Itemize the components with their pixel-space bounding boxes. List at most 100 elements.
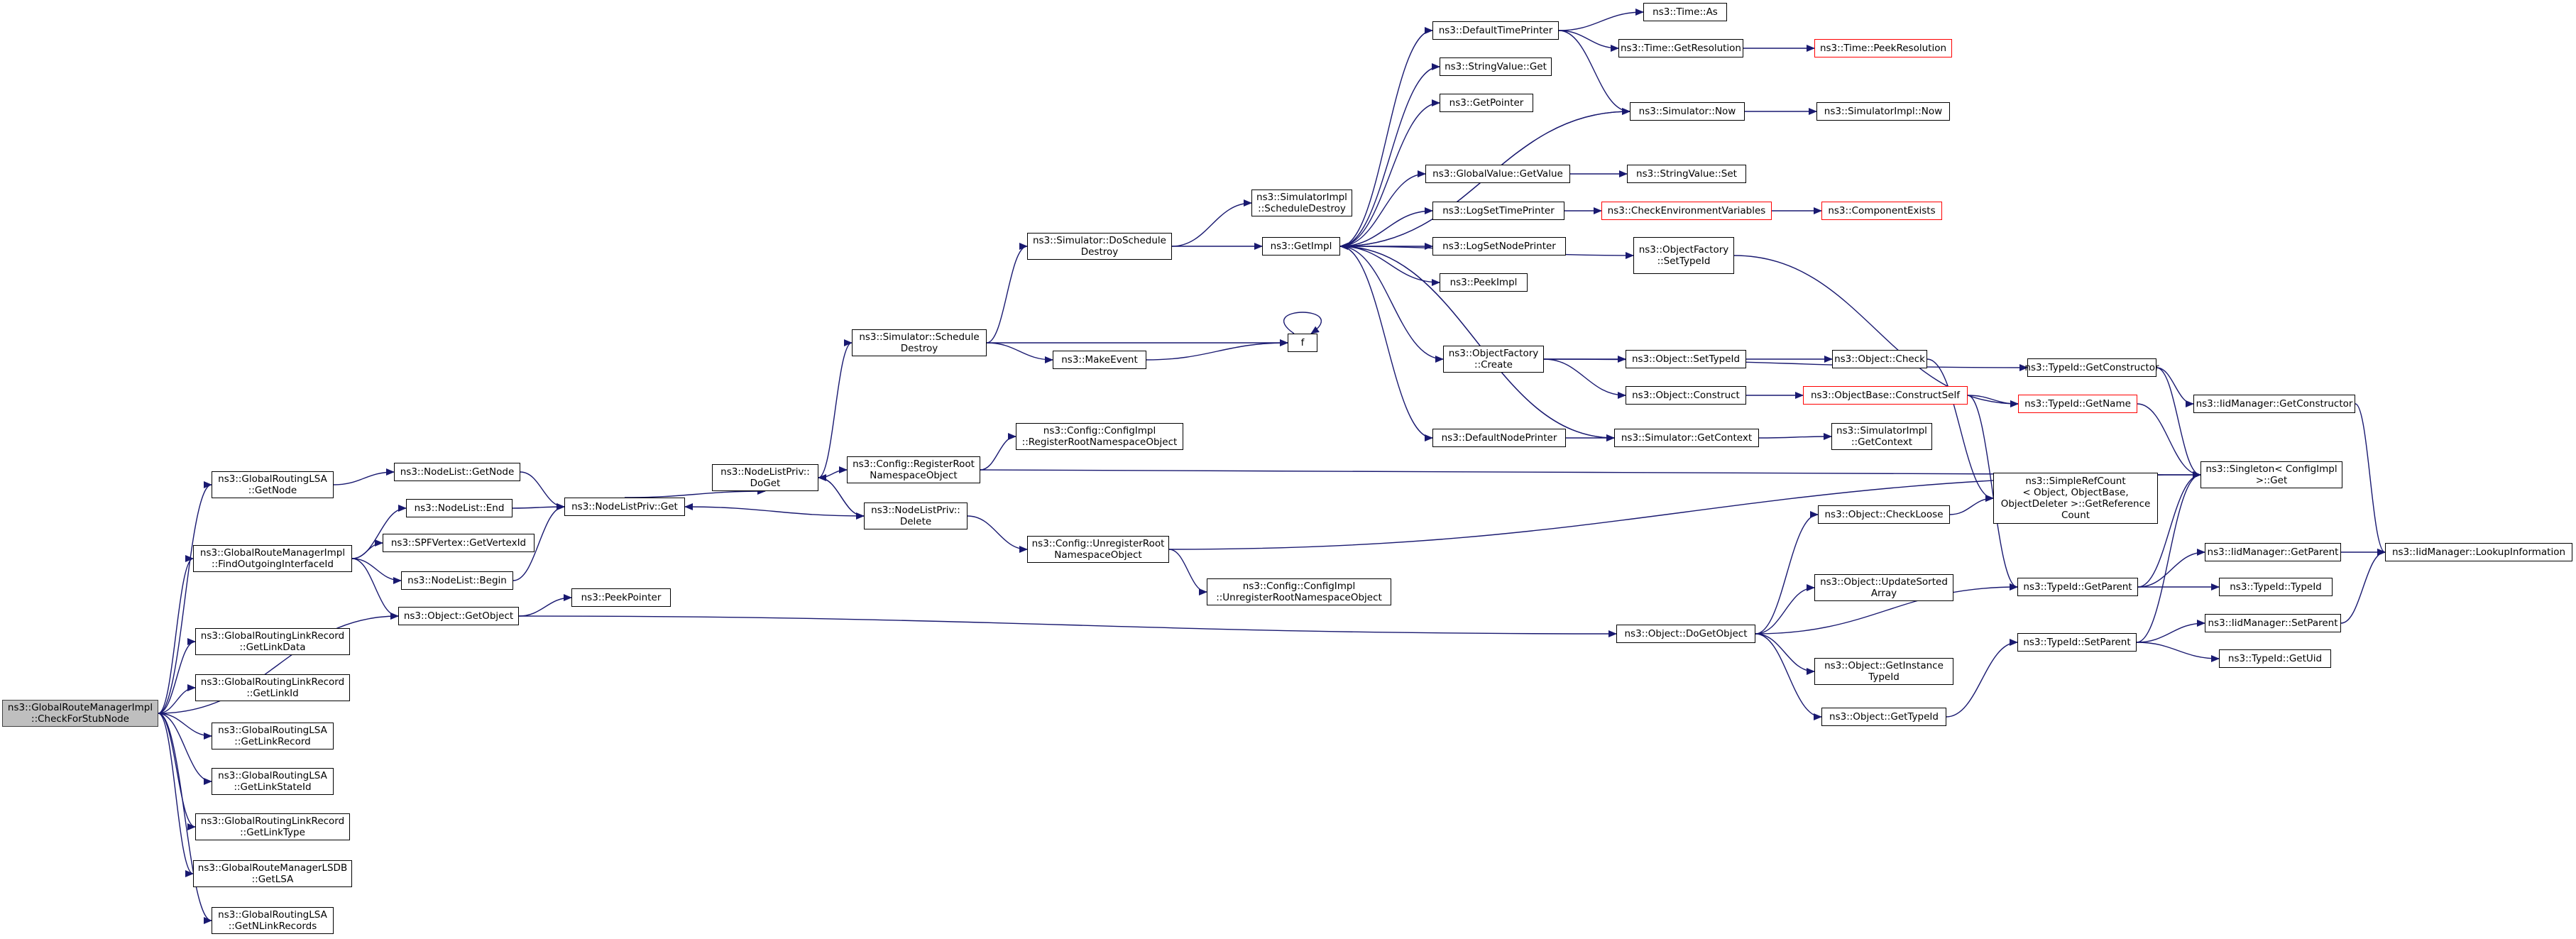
- node-objfactory-create[interactable]: ns3::ObjectFactory::Create: [1443, 346, 1544, 373]
- edge-nlp-delete-to-nlp-get: [684, 503, 865, 517]
- node-findout[interactable]: ns3::GlobalRouteManagerImpl::FindOutgoin…: [193, 545, 352, 572]
- node-stringvalue-get[interactable]: ns3::StringValue::Get: [1440, 57, 1552, 76]
- node-logsetnodeprinter[interactable]: ns3::LogSetNodePrinter: [1432, 237, 1566, 256]
- node-label-line: ::ScheduleDestroy: [1258, 203, 1346, 214]
- edge-sim-getcontext-to-simimpl-getcontext: [1758, 433, 1832, 441]
- node-lr-getlinkdata[interactable]: ns3::GlobalRoutingLinkRecord::GetLinkDat…: [195, 628, 350, 655]
- edge-defaulttimeprinter-to-time-getresolution: [1558, 30, 1619, 52]
- node-simimpl-getcontext[interactable]: ns3::SimulatorImpl::GetContext: [1831, 423, 1932, 450]
- node-root[interactable]: ns3::GlobalRouteManagerImpl::CheckForStu…: [2, 700, 158, 727]
- node-label-line: ns3::ObjectBase::ConstructSelf: [1811, 390, 1960, 401]
- node-spf-getvertexid[interactable]: ns3::SPFVertex::GetVertexId: [383, 534, 535, 552]
- edge-root-to-lsa-getnode: [158, 481, 212, 714]
- node-label-line: Count: [2061, 510, 2090, 521]
- node-stringvalue-set[interactable]: ns3::StringValue::Set: [1627, 165, 1746, 183]
- node-nl-begin[interactable]: ns3::NodeList::Begin: [401, 571, 513, 590]
- edge-root-to-getobject: [158, 613, 399, 714]
- node-lsdb-getlsa[interactable]: ns3::GlobalRouteManagerLSDB::GetLSA: [193, 860, 352, 887]
- edge-getimpl-to-objfactory-create: [1339, 246, 1444, 363]
- node-label-line: ns3::GlobalValue::GetValue: [1432, 168, 1563, 180]
- node-objbase-constructself[interactable]: ns3::ObjectBase::ConstructSelf: [1803, 386, 1968, 405]
- node-obj-settypeid[interactable]: ns3::Object::SetTypeId: [1626, 350, 1746, 368]
- node-label-line: DoGet: [750, 478, 781, 489]
- node-getimpl[interactable]: ns3::GetImpl: [1262, 237, 1340, 256]
- node-nl-end[interactable]: ns3::NodeList::End: [406, 499, 513, 517]
- node-label-line: ns3::Object::GetInstance: [1824, 660, 1944, 671]
- node-obj-checkloose[interactable]: ns3::Object::CheckLoose: [1818, 505, 1950, 524]
- node-lsa-getlinkrecord[interactable]: ns3::GlobalRoutingLSA::GetLinkRecord: [212, 723, 334, 749]
- node-nl-getnode[interactable]: ns3::NodeList::GetNode: [394, 463, 520, 481]
- node-typeid-typeid[interactable]: ns3::TypeId::TypeId: [2219, 578, 2333, 596]
- node-obj-check[interactable]: ns3::Object::Check: [1832, 350, 1927, 368]
- node-nlp-delete[interactable]: ns3::NodeListPriv::Delete: [864, 503, 968, 529]
- node-label-line: ns3::Time::As: [1653, 6, 1718, 18]
- node-label-line: ::UnregisterRootNamespaceObject: [1216, 592, 1382, 603]
- node-label-line: ::Create: [1474, 359, 1513, 370]
- node-simimpl-scheddestroy[interactable]: ns3::SimulatorImpl::ScheduleDestroy: [1251, 190, 1352, 216]
- node-sim-getcontext[interactable]: ns3::Simulator::GetContext: [1614, 429, 1759, 447]
- node-label-line: ns3::GlobalRoutingLSA: [218, 725, 327, 736]
- node-obj-gettypeid[interactable]: ns3::Object::GetTypeId: [1821, 708, 1946, 726]
- node-getobject[interactable]: ns3::Object::GetObject: [398, 607, 519, 625]
- node-sim-now[interactable]: ns3::Simulator::Now: [1630, 102, 1745, 121]
- node-typeid-getuid[interactable]: ns3::TypeId::GetUid: [2219, 649, 2331, 668]
- node-typeid-getparent[interactable]: ns3::TypeId::GetParent: [2017, 578, 2138, 596]
- node-makeevent[interactable]: ns3::MakeEvent: [1053, 351, 1146, 369]
- node-obj-dogetobject[interactable]: ns3::Object::DoGetObject: [1616, 625, 1755, 643]
- node-label-line: ns3::NodeListPriv::Get: [571, 501, 678, 512]
- node-componentexists[interactable]: ns3::ComponentExists: [1821, 202, 1942, 220]
- node-time-getresolution[interactable]: ns3::Time::GetResolution: [1618, 39, 1743, 57]
- node-f[interactable]: f: [1288, 334, 1317, 352]
- node-simplerefcount[interactable]: ns3::SimpleRefCount< Object, ObjectBase,…: [1993, 473, 2158, 524]
- node-peekpointer[interactable]: ns3::PeekPointer: [571, 588, 671, 607]
- node-iidm-setparent[interactable]: ns3::IidManager::SetParent: [2205, 614, 2341, 632]
- node-nlp-doget[interactable]: ns3::NodeListPriv::DoGet: [712, 464, 818, 491]
- node-lr-getlinkid[interactable]: ns3::GlobalRoutingLinkRecord::GetLinkId: [195, 674, 350, 701]
- node-typeid-getname[interactable]: ns3::TypeId::GetName: [2018, 395, 2137, 413]
- node-cfgimpl-register[interactable]: ns3::Config::ConfigImpl::RegisterRootNam…: [1016, 423, 1183, 450]
- node-label-line: NamespaceObject: [1054, 549, 1142, 561]
- node-iidm-getparent[interactable]: ns3::IidManager::GetParent: [2205, 543, 2341, 561]
- node-cfgimpl-unregister[interactable]: ns3::Config::ConfigImpl::UnregisterRootN…: [1207, 578, 1391, 605]
- node-defaulttimeprinter[interactable]: ns3::DefaultTimePrinter: [1432, 21, 1559, 40]
- node-lsa-getnlinkrecords[interactable]: ns3::GlobalRoutingLSA::GetNLinkRecords: [212, 907, 334, 934]
- node-iidm-getconstructor[interactable]: ns3::IidManager::GetConstructor: [2193, 395, 2355, 413]
- edge-findout-to-getobject: [351, 558, 399, 620]
- edge-obj-dogetobject-to-obj-checkloose: [1755, 511, 1819, 635]
- node-objfactory-settypeid[interactable]: ns3::ObjectFactory::SetTypeId: [1633, 237, 1734, 274]
- node-typeid-getconstructor[interactable]: ns3::TypeId::GetConstructor: [2024, 358, 2159, 377]
- node-simimpl-now[interactable]: ns3::SimulatorImpl::Now: [1816, 102, 1950, 121]
- node-obj-construct[interactable]: ns3::Object::Construct: [1626, 386, 1746, 405]
- node-label-line: ns3::NodeListPriv::: [720, 466, 810, 478]
- node-time-as[interactable]: ns3::Time::As: [1643, 3, 1727, 21]
- node-defaultnodeprinter[interactable]: ns3::DefaultNodePrinter: [1432, 429, 1566, 447]
- node-label-line: ns3::Object::GetObject: [403, 610, 514, 622]
- node-singleton-get[interactable]: ns3::Singleton< ConfigImpl >::Get: [2200, 461, 2342, 488]
- node-lsa-getlinkstateid[interactable]: ns3::GlobalRoutingLSA::GetLinkStateId: [212, 768, 334, 795]
- node-label-line: ns3::SimpleRefCount: [2025, 476, 2126, 487]
- node-label-line: ns3::GlobalRoutingLinkRecord: [200, 676, 345, 688]
- node-time-peekresolution[interactable]: ns3::Time::PeekResolution: [1814, 39, 1952, 57]
- node-label-line: ns3::Object::SetTypeId: [1631, 353, 1741, 365]
- node-lsa-getnode[interactable]: ns3::GlobalRoutingLSA::GetNode: [212, 471, 334, 498]
- node-label-line: Delete: [899, 516, 932, 527]
- node-getpointer[interactable]: ns3::GetPointer: [1440, 94, 1533, 112]
- node-typeid-setparent[interactable]: ns3::TypeId::SetParent: [2017, 633, 2137, 652]
- node-label-line: ::GetLinkStateId: [234, 781, 312, 793]
- node-lr-getlinktype[interactable]: ns3::GlobalRoutingLinkRecord::GetLinkTyp…: [195, 813, 350, 840]
- node-label-line: ::GetLinkType: [240, 827, 305, 838]
- node-gv-getvalue[interactable]: ns3::GlobalValue::GetValue: [1425, 165, 1570, 183]
- node-checkenv[interactable]: ns3::CheckEnvironmentVariables: [1601, 202, 1772, 220]
- node-label-line: ns3::IidManager::GetParent: [2207, 547, 2339, 558]
- node-nlp-get[interactable]: ns3::NodeListPriv::Get: [564, 498, 685, 516]
- node-iidm-lookupinfo[interactable]: ns3::IidManager::LookupInformation: [2385, 543, 2572, 561]
- node-label-line: ns3::GlobalRoutingLinkRecord: [200, 816, 345, 827]
- node-logsettimeprinter[interactable]: ns3::LogSetTimePrinter: [1432, 202, 1564, 220]
- node-peekimpl[interactable]: ns3::PeekImpl: [1440, 273, 1528, 292]
